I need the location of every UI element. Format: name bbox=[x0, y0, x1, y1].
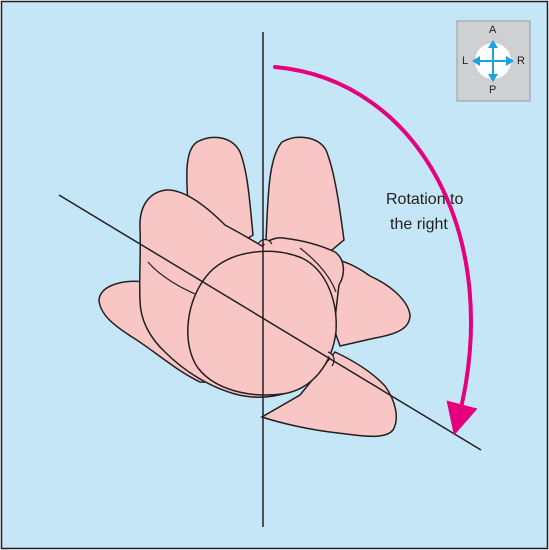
rotation-label-line1: Rotation to bbox=[386, 191, 463, 209]
compass-label-right: R bbox=[517, 55, 525, 67]
compass-label-posterior: P bbox=[489, 84, 496, 96]
head-oval-shape bbox=[188, 251, 336, 395]
compass-label-left: L bbox=[462, 55, 468, 67]
compass-label-anterior: A bbox=[489, 24, 496, 36]
rotation-label-line2: the right bbox=[390, 216, 448, 234]
